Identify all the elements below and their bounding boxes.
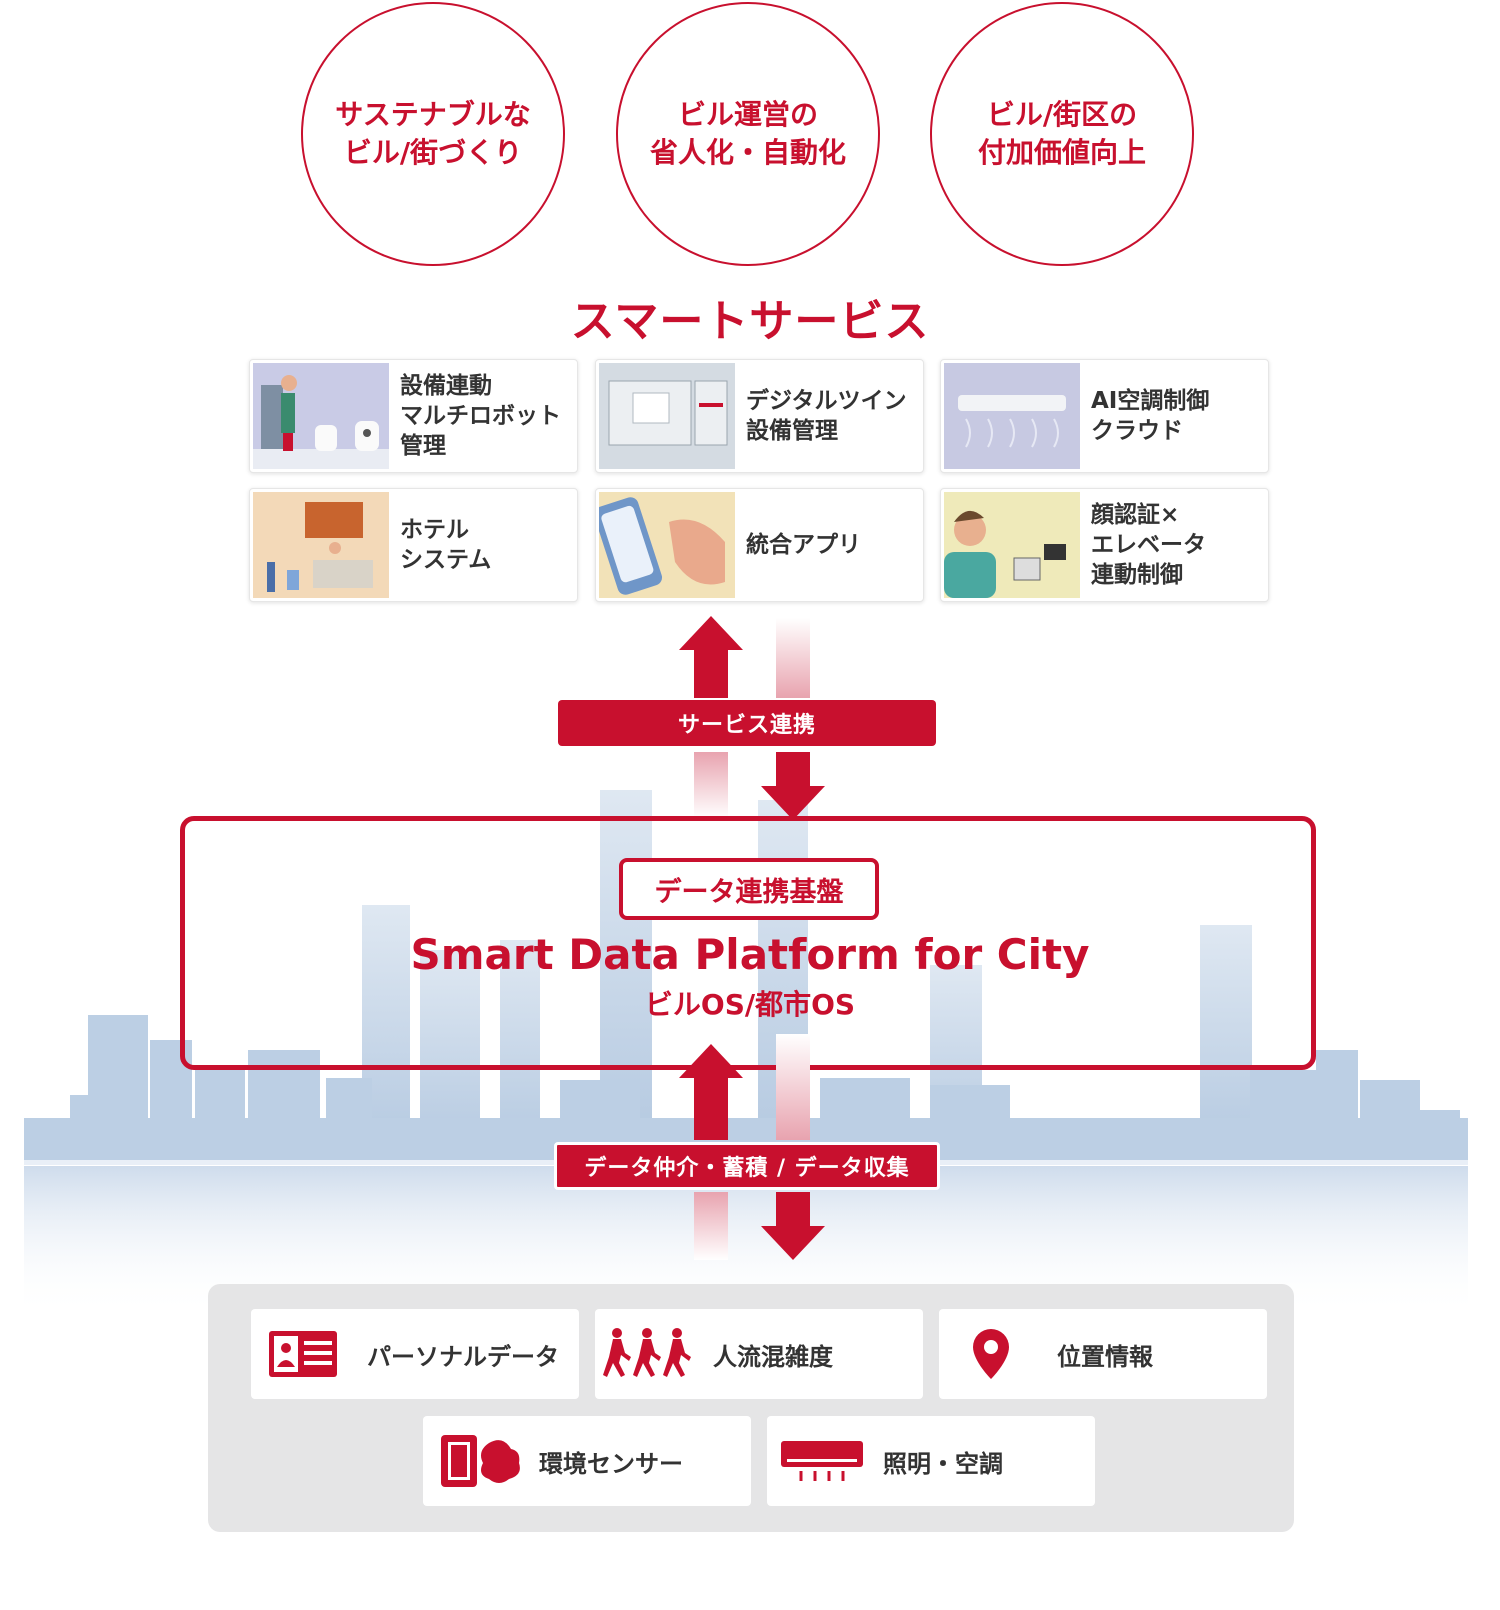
arrow-down-tail [776,1034,810,1140]
air-conditioner-icon [779,1430,865,1492]
data-source-personal[interactable]: パーソナルデータ [251,1309,579,1399]
platform-subtitle: ビルOS/都市OS [644,988,856,1021]
data-source-label: 位置情報 [1057,1342,1153,1371]
arrow-up-shaft [694,650,728,698]
goal-text: サステナブルな ビル/街づくり [335,98,531,169]
sensor-icon [439,1430,521,1492]
service-card-robot[interactable]: 設備連動 マルチロボット 管理 [249,359,578,473]
goal-circle-automation: ビル運営の 省人化・自動化 [616,2,880,266]
data-platform-frame [180,816,1316,1070]
data-source-env-sensor[interactable]: 環境センサー [423,1416,751,1506]
service-card-ai-aircon[interactable]: AI空調制御 クラウド [940,359,1269,473]
service-card-integrated-app[interactable]: 統合アプリ [595,488,924,602]
arrow-up-tail [694,1192,728,1260]
face-recognition-illustration [944,492,1080,598]
service-label: 顔認証× エレベータ 連動制御 [1091,502,1206,588]
platform-tag: データ連携基盤 [619,858,879,920]
arrow-down-head [761,1226,825,1260]
service-label: ホテル システム [400,517,492,573]
data-link-label: データ仲介・蓄積 / データ収集 [554,1142,940,1190]
service-label: 統合アプリ [746,532,861,558]
goal-circle-added-value: ビル/街区の 付加価値向上 [930,2,1194,266]
data-source-lighting-aircon[interactable]: 照明・空調 [767,1416,1095,1506]
data-source-crowd[interactable]: 人流混雑度 [595,1309,923,1399]
hotel-reception-illustration [253,492,389,598]
id-card-icon [267,1323,339,1385]
walking-people-icon [603,1323,695,1385]
service-label: デジタルツイン 設備管理 [746,388,907,444]
service-link-label: サービス連携 [558,700,936,746]
data-source-label: 人流混雑度 [713,1342,833,1371]
goal-circle-sustainable: サステナブルな ビル/街づくり [301,2,565,266]
data-source-label: 照明・空調 [883,1449,1003,1478]
data-source-label: パーソナルデータ [367,1342,559,1371]
arrow-up-shaft [694,1078,728,1140]
smart-services-title: スマートサービス [570,296,930,347]
service-label: AI空調制御 クラウド [1091,388,1210,444]
service-card-hotel[interactable]: ホテル システム [249,488,578,602]
data-source-location[interactable]: 位置情報 [939,1309,1267,1399]
arrow-down-shaft [776,1192,810,1226]
service-card-digital-twin[interactable]: デジタルツイン 設備管理 [595,359,924,473]
arrow-down-head [761,786,825,820]
service-label: 設備連動 マルチロボット 管理 [400,373,561,459]
arrow-up-head [679,616,743,650]
air-conditioner-illustration [944,363,1080,469]
goal-text: ビル運営の 省人化・自動化 [649,98,846,169]
service-card-face-elevator[interactable]: 顔認証× エレベータ 連動制御 [940,488,1269,602]
platform-name: Smart Data Platform for City [410,930,1090,979]
digital-twin-illustration [599,363,735,469]
goal-text: ビル/街区の 付加価値向上 [977,98,1146,169]
data-source-label: 環境センサー [539,1449,683,1478]
arrow-up-head [679,1044,743,1078]
smartphone-app-illustration [599,492,735,598]
robot-illustration [253,363,389,469]
arrow-down-tail [776,618,810,698]
location-pin-icon [971,1323,1011,1385]
arrow-down-shaft [776,752,810,786]
arrow-up-tail [694,752,728,818]
